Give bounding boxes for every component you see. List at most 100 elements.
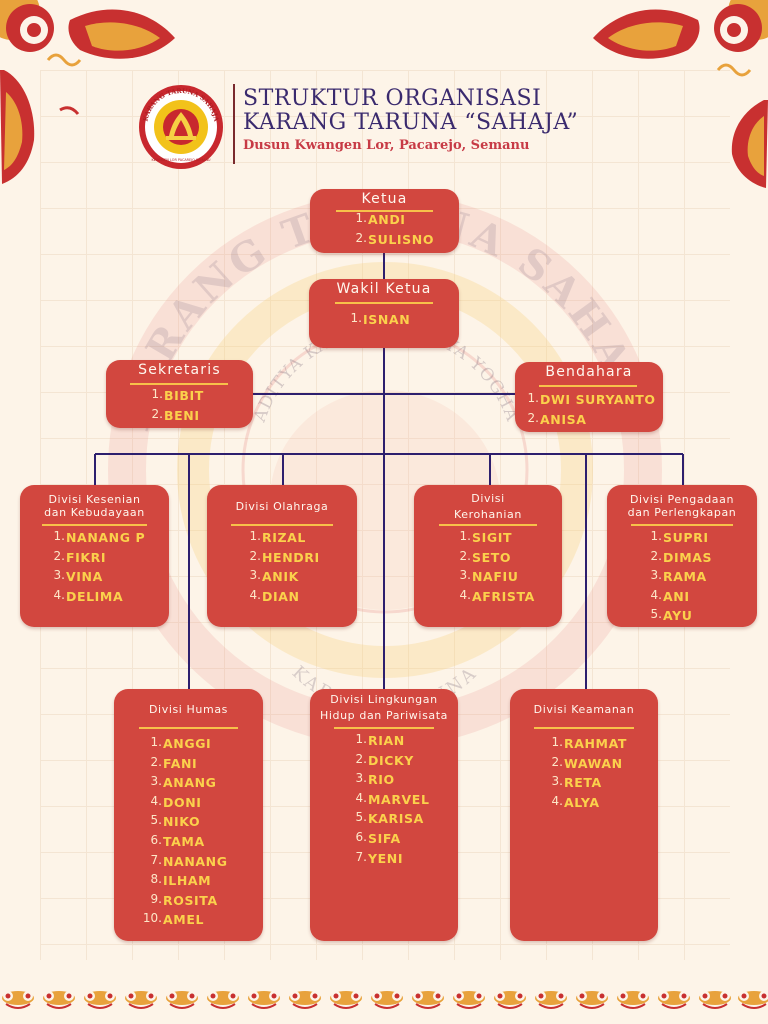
member-item: 10.AMEL (142, 911, 205, 928)
divisi-keamanan-title: Divisi Keamanan (533, 703, 635, 716)
member-name: ANGGI (163, 736, 212, 751)
divisi-lingkungan-members: 1.RIAN 2.DICKY 3.RIO 4.MARVEL 5.KARISA 6… (355, 730, 430, 867)
member-item: 4.DELIMA (53, 587, 124, 604)
member-item: 3.ANANG (150, 774, 217, 791)
divisi-humas-box: Divisi Humas 1.ANGGI 2.FANI 3.ANANG 4.DO… (114, 689, 263, 941)
sekretaris-underline (130, 383, 228, 385)
member-item: 4.ALYA (551, 793, 600, 810)
member-item: 2.DICKY (355, 751, 414, 768)
divisi-keamanan-underline (534, 727, 634, 729)
header-divider (233, 84, 235, 164)
sekretaris-box: Sekretaris 1.BIBIT 2.BENI (106, 360, 253, 428)
wakil-ketua-box: Wakil Ketua 1.ISNAN (309, 279, 459, 348)
member-item: 5.NIKO (150, 813, 201, 830)
divisi-kesenian-title-line-1: Divisi Kesenian (48, 493, 141, 506)
page-title-line-1: STRUKTUR ORGANISASI (243, 86, 542, 111)
member-item: 3.RAMA (650, 568, 707, 585)
ketua-box: Ketua 1.ANDI 2.SULISNO (310, 189, 459, 253)
member-item: 1.NANANG P (53, 529, 146, 545)
member-item: 9.ROSITA (150, 891, 218, 908)
divisi-pengadaan-underline (631, 524, 733, 526)
member-name: RETA (564, 775, 602, 791)
member-name: DIAN (262, 588, 300, 604)
divisi-kesenian-box: Divisi Kesenian dan Kebudayaan 1.NANANG … (20, 485, 169, 627)
member-name: MARVEL (368, 791, 430, 807)
member-name: ANIK (262, 569, 299, 585)
member-item: 7.YENI (355, 849, 404, 866)
divisi-kerohanian-title-line-2: Kerohanian (454, 508, 522, 521)
divisi-kesenian-title-line-2: dan Kebudayaan (44, 506, 145, 519)
member-name: AFRISTA (472, 588, 535, 604)
bendahara-members: 1.DWI SURYANTO 2.ANISA (527, 389, 656, 428)
member-name: NANANG P (66, 530, 146, 545)
member-name: AMEL (163, 912, 205, 928)
member-name: HENDRI (262, 549, 320, 565)
divisi-keamanan-box: Divisi Keamanan 1.RAHMAT 2.WAWAN 3.RETA … (510, 689, 658, 941)
member-name: VINA (66, 569, 103, 585)
wakil-ketua-members: 1.ISNAN (350, 309, 411, 329)
member-name: FANI (163, 755, 198, 771)
member-item: 2.SULISNO (355, 230, 435, 247)
member-item: 1.SUPRI (650, 529, 709, 545)
member-name: ILHAM (163, 873, 212, 889)
wakil-ketua-underline (335, 302, 433, 304)
ketua-underline (336, 210, 433, 212)
member-name: ALYA (564, 794, 600, 810)
member-name: FIKRI (66, 549, 107, 565)
ketua-members: 1.ANDI 2.SULISNO (355, 209, 435, 248)
member-name: ANI (663, 588, 690, 604)
member-item: 3.ANIK (249, 568, 299, 585)
member-item: 2.FANI (150, 754, 198, 771)
divisi-lingkungan-title-line-2: Hidup dan Pariwisata (320, 709, 448, 722)
divisi-lingkungan-box: Divisi Lingkungan Hidup dan Pariwisata 1… (310, 689, 458, 941)
member-item: 3.NAFIU (459, 568, 519, 585)
member-name: DONI (163, 794, 202, 810)
member-item: 1.ISNAN (350, 311, 411, 327)
divisi-olahraga-title: Divisi Olahraga (235, 500, 329, 513)
member-item: 1.DWI SURYANTO (527, 391, 656, 407)
member-name: ANDI (368, 212, 406, 227)
member-item: 2.HENDRI (249, 548, 320, 565)
sekretaris-members: 1.BIBIT 2.BENI (151, 385, 204, 424)
page-subtitle: Dusun Kwangen Lor, Pacarejo, Semanu (243, 138, 530, 153)
member-name: RIO (368, 772, 395, 788)
member-name: SIFA (368, 830, 401, 846)
member-name: BENI (164, 407, 200, 423)
member-item: 4.DIAN (249, 587, 300, 604)
member-name: ANISA (540, 411, 587, 427)
divisi-kerohanian-title-line-1: Divisi (471, 492, 505, 505)
member-name: TAMA (163, 833, 205, 849)
wakil-ketua-title: Wakil Ketua (336, 281, 432, 297)
member-name: ISNAN (363, 312, 411, 327)
corner-ornament-top-right (593, 0, 768, 188)
member-name: KARISA (368, 811, 424, 827)
corner-ornament-top-left (0, 0, 175, 184)
member-item: 3.VINA (53, 568, 103, 585)
divisi-lingkungan-underline (334, 727, 434, 729)
member-item: 4.MARVEL (355, 790, 430, 807)
member-name: RAHMAT (564, 736, 628, 751)
member-item: 2.BENI (151, 406, 200, 423)
member-item: 1.RIAN (355, 732, 405, 748)
member-item: 2.ANISA (527, 410, 587, 427)
member-name: DWI SURYANTO (540, 392, 656, 407)
member-name: SUPRI (663, 530, 709, 545)
member-name: DICKY (368, 752, 414, 768)
divisi-kerohanian-members: 1.SIGIT 2.SETO 3.NAFIU 4.AFRISTA (459, 527, 535, 605)
divisi-olahraga-box: Divisi Olahraga 1.RIZAL 2.HENDRI 3.ANIK … (207, 485, 357, 627)
member-name: NANANG (163, 853, 228, 869)
member-item: 1.RIZAL (249, 529, 306, 545)
divisi-kesenian-underline (42, 524, 147, 526)
bendahara-box: Bendahara 1.DWI SURYANTO 2.ANISA (515, 362, 663, 432)
divisi-pengadaan-members: 1.SUPRI 2.DIMAS 3.RAMA 4.ANI 5.AYU (650, 527, 712, 625)
member-name: ANANG (163, 775, 217, 791)
member-item: 5.AYU (650, 607, 693, 624)
member-item: 1.ANDI (355, 211, 406, 227)
member-name: SETO (472, 549, 512, 565)
divisi-pengadaan-box: Divisi Pengadaan dan Perlengkapan 1.SUPR… (607, 485, 757, 627)
member-name: NIKO (163, 814, 201, 830)
divisi-olahraga-underline (231, 524, 333, 526)
karang-taruna-logo: KARANG TARUNA SAHAJA KWANGEN LOR PACAREJ… (139, 85, 223, 169)
divisi-olahraga-members: 1.RIZAL 2.HENDRI 3.ANIK 4.DIAN (249, 527, 320, 605)
member-item: 1.SIGIT (459, 529, 513, 545)
